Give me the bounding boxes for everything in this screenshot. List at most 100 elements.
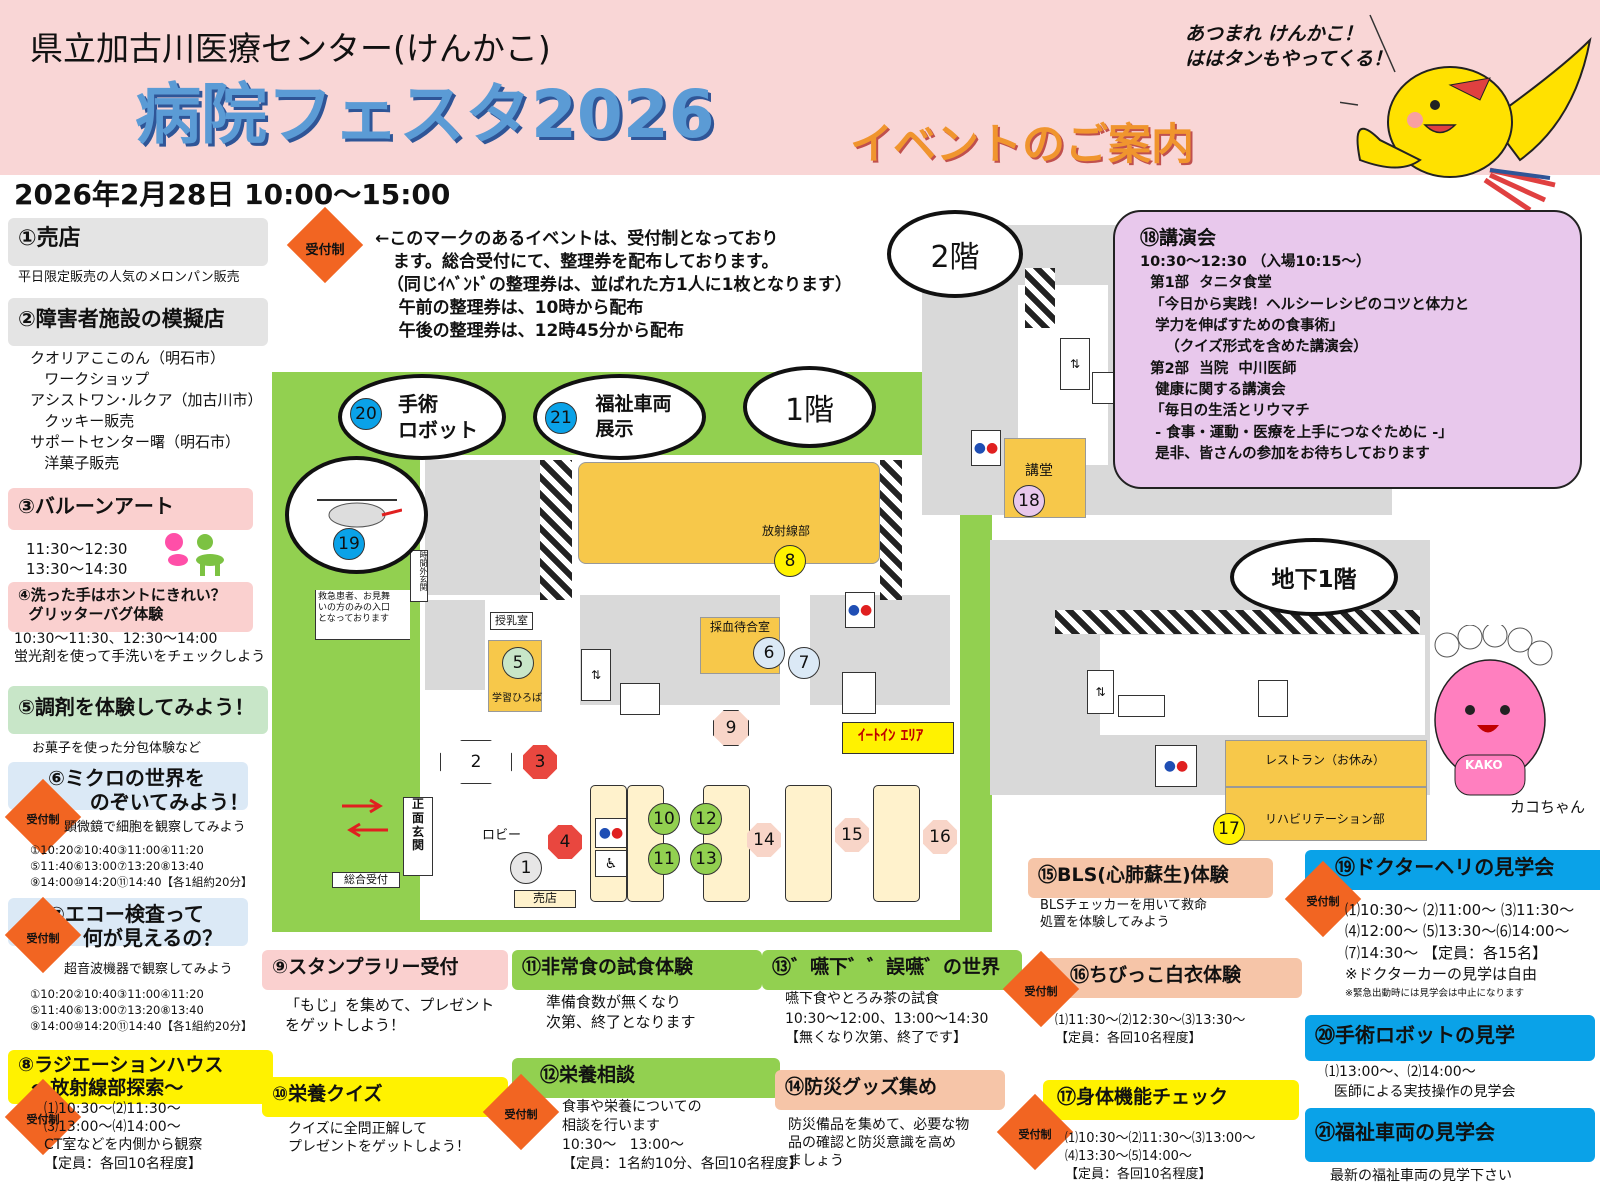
event-desc-17: ⑴10:30～⑵11:30～⑶13:00～ ⑷13:30～⑸14:00～ 【定員… — [1065, 1131, 1256, 1183]
event-title-11: ⑪非常食の試食体験 — [512, 950, 762, 990]
event-desc-6: 顕微鏡で細胞を観察してみよう — [64, 820, 246, 835]
event-desc-11: 準備食数が無くなり 次第、終了となります — [546, 993, 696, 1031]
event-title-15: ⑮BLS(心肺蘇生)体験 — [1028, 858, 1273, 898]
marker-20: 20 — [350, 398, 382, 430]
event-title-14: ⑭防災グッズ集め — [775, 1070, 1005, 1110]
event-desc-12: 食事や栄養についての 相談を行います 10:30～ 13:00～ 【定員：1名約… — [562, 1099, 803, 1173]
blood-label: 採血待合室 — [710, 620, 771, 634]
elevator-icon-b1: ⇅ — [1087, 670, 1114, 714]
restroom-icon-f2: ●● — [971, 430, 1001, 466]
event-note-19: ※緊急出動時には見学会は中止になります — [1345, 988, 1524, 999]
event-title-5: ⑤調剤を体験してみよう！ — [8, 686, 268, 734]
event-desc-20: ⑴13:00～、⑵14:00～ 医師による実技操作の見学会 — [1325, 1064, 1516, 1100]
eatin-label: ｲｰﾄｲﾝ ｴﾘｱ — [858, 726, 924, 744]
lecture-body: 10:30～12:30 （入場10:15～） 第1部 タニタ食堂 「今日から実践… — [1140, 254, 1470, 462]
event-desc-21: 最新の福祉車両の見学下さい — [1330, 1168, 1512, 1184]
event-title-16: ⑯ちびっこ白衣体験 — [1040, 958, 1302, 998]
kako-chan-mascot — [1434, 625, 1553, 796]
kako-badge: KAKO — [1465, 758, 1503, 772]
event-title-13: ⑬゛嚥下゛゛誤嚥゛の世界 — [762, 950, 1022, 990]
event-desc-16: ⑴11:30～⑵12:30～⑶13:30～ 【定員：各回10名程度】 — [1055, 1013, 1246, 1047]
event-title-9: ⑨スタンプラリー受付 — [262, 950, 508, 990]
night-entrance-label: 時間外玄関 — [410, 550, 428, 602]
floor1-badge: 1階 — [743, 366, 876, 448]
event-title-2: ②障害者施設の模擬店 — [8, 298, 268, 346]
marker-8: 8 — [774, 545, 806, 577]
kako-label: カコちゃん — [1510, 798, 1586, 816]
uketsuke-label-8: 受付制 — [26, 1113, 60, 1126]
event-title-10: ⑩栄養クイズ — [262, 1077, 508, 1117]
restroom-icon: ●● — [595, 818, 627, 848]
event-desc-19: ⑴10:30～ ⑵11:00～ ⑶11:30～ ⑷12:00～ ⑸13:30～⑹… — [1345, 901, 1575, 983]
uketsuke-label-7: 受付制 — [26, 932, 60, 945]
event-desc-10: クイズに全問正解して プレゼントをゲットしよう！ — [288, 1121, 470, 1156]
event-title-17: ⑰身体機能チェック — [1043, 1080, 1299, 1120]
marker-17: 17 — [1213, 813, 1245, 845]
marker-12: 12 — [690, 803, 722, 835]
event-desc-7: 超音波機器で観察してみよう — [64, 962, 233, 977]
restaurant-label: レストラン（お休み） — [1265, 753, 1386, 767]
elevator-icon: ⇅ — [581, 649, 611, 701]
event-desc-9: 「もじ」を集めて、プレゼント をゲットしよう！ — [285, 996, 495, 1034]
marker-19: 19 — [333, 528, 365, 560]
elevator-icon-f2: ⇅ — [1060, 338, 1090, 390]
stairs-icon — [620, 683, 660, 715]
notice-text: ←このマークのあるイベントは、受付制となっており ます。総合受付にて、整理券を配… — [375, 229, 852, 342]
event-datetime: 2026年2月28日 10:00～15:00 — [14, 178, 451, 211]
marker-15: 15 — [835, 818, 869, 852]
marker-4: 4 — [548, 825, 582, 859]
lecture-box — [1113, 210, 1582, 489]
vehicle-label: 福祉車両 展示 — [595, 393, 672, 440]
stairs-icon-b1-2 — [1258, 680, 1288, 717]
event-title-20: ⑳手術ロボットの見学 — [1305, 1015, 1595, 1061]
marker-16: 16 — [923, 820, 957, 854]
marker-7: 7 — [788, 647, 820, 679]
stairs-icon-2 — [842, 672, 876, 714]
lecture-hall-label: 講堂 — [1025, 463, 1053, 479]
marker-14: 14 — [747, 823, 781, 857]
marker-6: 6 — [753, 637, 785, 669]
radiology-room — [578, 462, 880, 564]
uketsuke-label-6: 受付制 — [26, 813, 60, 826]
restroom-icon-2: ●● — [845, 592, 875, 628]
event-title-19: ⑲ドクターヘリの見学会 — [1305, 850, 1600, 890]
event-times-7: ①10:20②10:40③11:00④11:20 ⑤11:40⑥13:00⑦13… — [30, 987, 253, 1034]
marker-10: 10 — [648, 803, 680, 835]
event-desc-14: 防災備品を集めて、必要な物 品の確認と防災意識を高め ましょう — [788, 1117, 970, 1170]
marker-2: 2 — [440, 740, 512, 784]
uketsuke-label-16: 受付制 — [1024, 985, 1058, 998]
header-band — [0, 0, 1600, 175]
marker-11: 11 — [648, 843, 680, 875]
hospital-name: 県立加古川医療センター(けんかこ) — [30, 29, 551, 68]
uketsuke-label-17: 受付制 — [1018, 1128, 1052, 1141]
main-entrance-label: 正 面 玄 関 — [403, 797, 433, 876]
nursing-label: 授乳室 — [490, 612, 533, 631]
subtitle: イベントのご案内 — [850, 120, 1194, 170]
helicopter-icon — [316, 499, 402, 528]
event-desc-1: 平日限定販売の人気のメロンパン販売 — [18, 270, 240, 285]
emergency-note: 救急患者、お見舞 いの方のみの入口 となっております — [315, 590, 410, 640]
shop-label: 売店 — [514, 890, 576, 908]
restroom-icon-b1: ●● — [1155, 745, 1197, 787]
event-desc-8: ⑴10:30～⑵11:30～ ⑶13:00～⑷14:00～ CT室などを内側から… — [44, 1101, 203, 1172]
accessible-restroom-icon: ♿ — [595, 850, 627, 877]
event-desc-3: 11:30～12:30 13:30～14:30 — [26, 540, 128, 578]
rehab-label: リハビリテーション部 — [1265, 812, 1385, 826]
b1-badge: 地下1階 — [1230, 538, 1398, 616]
uketsuke-label-notice: 受付制 — [305, 243, 345, 258]
stairs-icon-b1 — [1118, 695, 1165, 717]
event-title-21: ㉑福祉車両の見学会 — [1305, 1108, 1595, 1162]
event-title-3: ③バルーンアート — [8, 488, 253, 530]
study-label: 学習ひろば — [492, 693, 542, 704]
rehab-room — [1225, 787, 1427, 841]
marker-3: 3 — [523, 745, 557, 779]
radiology-label: 放射線部 — [762, 524, 811, 538]
event-desc-2: クオリアここのん（明石市） ワークショップ アシストワン･ルクア（加古川市） ク… — [30, 349, 263, 472]
event-title-12: ⑫栄養相談 — [512, 1058, 780, 1098]
marker-13: 13 — [690, 843, 722, 875]
floor2-badge: 2階 — [887, 210, 1023, 298]
marker-1: 1 — [510, 852, 542, 884]
reception-label: 総合受付 — [332, 872, 400, 889]
event-desc-15: BLSチェッカーを用いて救命 処置を体験してみよう — [1040, 898, 1208, 930]
event-title-4: ④洗った手はホントにきれい？ グリッターバグ体験 — [8, 582, 253, 632]
